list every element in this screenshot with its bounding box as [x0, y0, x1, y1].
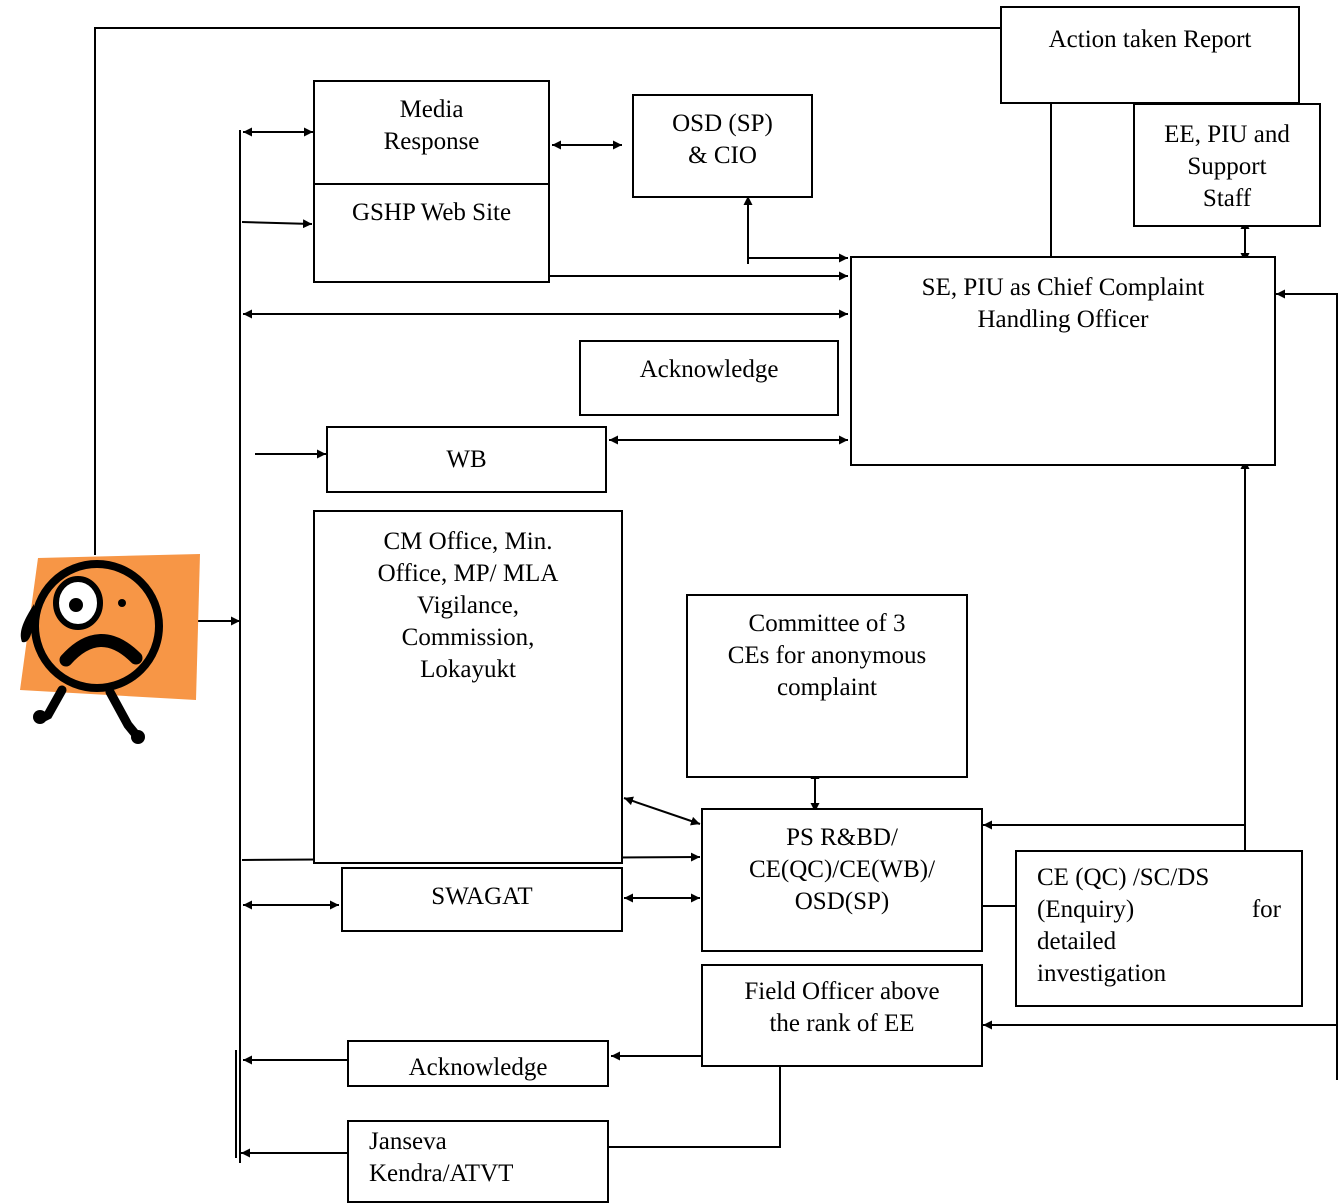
- face-icon: [31, 560, 163, 692]
- complainant-mascot: [20, 554, 200, 744]
- gshp-web-site-box: GSHP Web Site: [313, 183, 550, 283]
- ce-qc-enquiry-box: CE (QC) /SC/DS (Enquiry) for detailed in…: [1015, 850, 1303, 1007]
- sweat-drop-icon: [20, 604, 34, 643]
- janseva-kendra-box: Janseva Kendra/ATVT: [347, 1120, 609, 1203]
- se-piu-chief-complaint-box: SE, PIU as Chief Complaint Handling Offi…: [850, 256, 1276, 466]
- committee-box: Committee of 3 CEs for anonymous complai…: [686, 594, 968, 778]
- swagat-box: SWAGAT: [341, 867, 623, 932]
- acknowledge-bottom-box: Acknowledge: [347, 1040, 609, 1087]
- media-response-box: Media Response: [313, 80, 550, 185]
- field-officer-box: Field Officer above the rank of EE: [701, 964, 983, 1067]
- osd-cio-box: OSD (SP) & CIO: [632, 94, 813, 198]
- ps-rbd-box: PS R&BD/ CE(QC)/CE(WB)/ OSD(SP): [701, 808, 983, 952]
- action-taken-report-box: Action taken Report: [1000, 6, 1300, 104]
- ee-piu-support-staff-box: EE, PIU and Support Staff: [1133, 103, 1321, 227]
- cm-office-box: CM Office, Min. Office, MP/ MLA Vigilanc…: [313, 510, 623, 864]
- acknowledge-top-box: Acknowledge: [579, 340, 839, 416]
- wb-box: WB: [326, 426, 607, 493]
